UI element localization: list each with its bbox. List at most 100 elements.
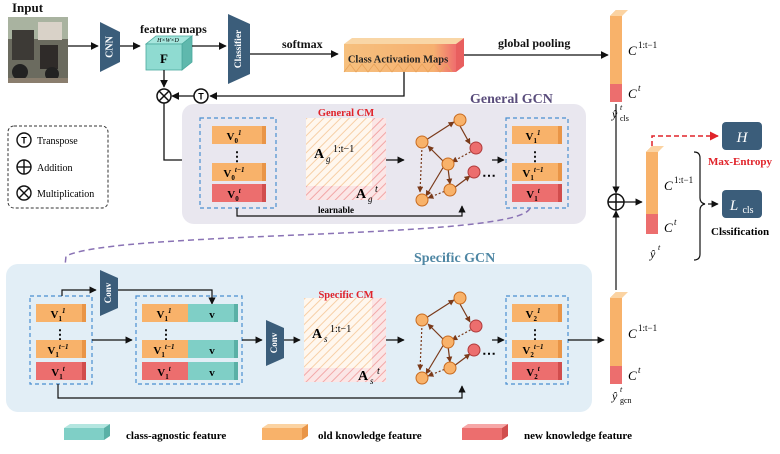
specific-v-cat-1: V1t−1 [153,343,174,359]
global-pooling-label: global pooling [498,36,570,50]
svg-text:⋮: ⋮ [160,327,173,342]
svg-text:L: L [729,198,738,214]
specific-v-in-0: V11 [51,307,66,323]
legend-new-knowledge: new knowledge feature [524,430,632,442]
addition-op [607,193,625,211]
svg-text:A: A [358,369,369,384]
svg-text:gcn: gcn [620,396,632,405]
softmax-label: softmax [282,37,323,51]
svg-text:t: t [658,243,661,252]
input-label: Input [12,0,44,15]
svg-text:v: v [209,367,215,379]
max-entropy-label: Max-Entropy [708,156,772,168]
general-v-in-2: V0t [227,187,241,203]
svg-text:⋮: ⋮ [529,149,542,164]
svg-text:t: t [638,365,641,375]
svg-text:C: C [628,368,637,383]
cnn-block: CNN [100,22,120,72]
general-v-in-1: V0t−1 [223,166,244,182]
general-v-out-2: V1t [526,187,540,203]
svg-text:s: s [370,376,374,386]
cam-label: Class Activation Maps [348,54,448,65]
conv-block-1: Conv [100,270,118,316]
transpose-op: T [193,88,209,104]
svg-text:t: t [638,83,641,93]
feature-maps-label: feature maps [140,22,207,36]
svg-text:t: t [620,385,623,394]
svg-text:1:t−1: 1:t−1 [638,40,657,50]
general-output-features: V11 ⋮ V1t−1 V1t [505,117,569,209]
general-cm-title: General CM [318,108,374,119]
specific-graph [417,299,475,377]
classifier-block: Classifier [228,14,250,84]
gcn-score-bar [610,292,628,384]
specific-v-out-2: V2t [526,365,540,381]
specific-gcn-panel [6,264,592,412]
legend-class-agnostic: class-agnostic feature [126,430,226,442]
specific-ellipsis: ⋯ [482,347,496,362]
svg-text:Conv: Conv [269,332,279,353]
general-gcn-title: General GCN [470,92,553,107]
entropy-h-box: H [722,122,762,150]
loss-cls-box: L cls [722,190,762,218]
conv-block-2: Conv [266,320,284,366]
svg-text:t: t [377,366,380,377]
legend-addition: Addition [37,163,73,174]
svg-text:g: g [326,154,331,164]
svg-text:C: C [664,220,673,235]
cnn-label: CNN [104,35,115,57]
specific-v-in-2: V1t [51,365,65,381]
specific-input-features: V11 ⋮ V1t−1 V1t [29,295,93,385]
general-to-specific-connector [60,207,531,277]
feature-cube: H×W×D F [144,35,194,71]
svg-text:cls: cls [620,114,629,123]
svg-text:v: v [209,309,215,321]
svg-text:t: t [375,184,378,195]
svg-text:1:t−1: 1:t−1 [638,323,657,333]
bottom-legend: class-agnostic feature old knowledge fea… [64,424,632,442]
svg-text:C: C [628,43,637,58]
y-cls-label: ŷ [611,107,618,121]
general-v-in-0: V01 [227,129,242,145]
legend-old-knowledge: old knowledge feature [318,430,422,442]
learnable-label: learnable [318,205,354,215]
cls-score-bar [610,10,628,102]
feature-dims: H×W×D [156,38,179,44]
multiply-op-top [156,88,172,104]
svg-text:v: v [209,345,215,357]
general-v-out-1: V1t−1 [522,166,543,182]
output-brace [693,151,706,261]
general-graph [417,121,475,199]
classifier-label: Classifier [234,29,244,68]
svg-text:A: A [312,327,323,342]
svg-text:1:t−1: 1:t−1 [333,144,354,155]
svg-text:1:t−1: 1:t−1 [330,324,351,335]
cam-block: Class Activation Maps [343,38,464,73]
specific-cm-title: Specific CM [318,290,373,301]
general-input-features: V01 ⋮ V0t−1 V0t [199,117,277,209]
svg-text:s: s [324,334,328,344]
svg-text:g: g [368,194,373,204]
specific-concat-features: V11 v ⋮ V1t−1 v V1t v [135,295,243,385]
max-entropy-arrow [651,131,719,146]
svg-text:A: A [356,187,367,202]
y-final-label: ŷ [649,247,656,261]
svg-text:T: T [198,92,204,102]
specific-v-out-0: V21 [526,307,541,323]
specific-cm-matrix: Specific CM A s 1:t−1 A s t [304,290,386,386]
feature-symbol: F [160,51,168,66]
svg-text:⋮: ⋮ [231,149,244,164]
specific-gcn-title: Specific GCN [414,251,495,266]
svg-text:1:t−1: 1:t−1 [674,175,693,185]
specific-v-cat-0: V11 [157,307,172,323]
y-gcn-label: ŷ [611,389,618,403]
classification-label: Clssification [711,226,769,238]
specific-v-out-1: V2t−1 [522,343,543,359]
svg-text:T: T [21,136,27,146]
specific-output-features: V21 ⋮ V2t−1 V2t [505,295,569,385]
svg-text:Conv: Conv [103,282,113,303]
svg-text:A: A [314,147,325,162]
ops-legend: T Transpose Addition Multiplication [7,125,109,209]
general-ellipsis: ⋯ [482,169,496,184]
